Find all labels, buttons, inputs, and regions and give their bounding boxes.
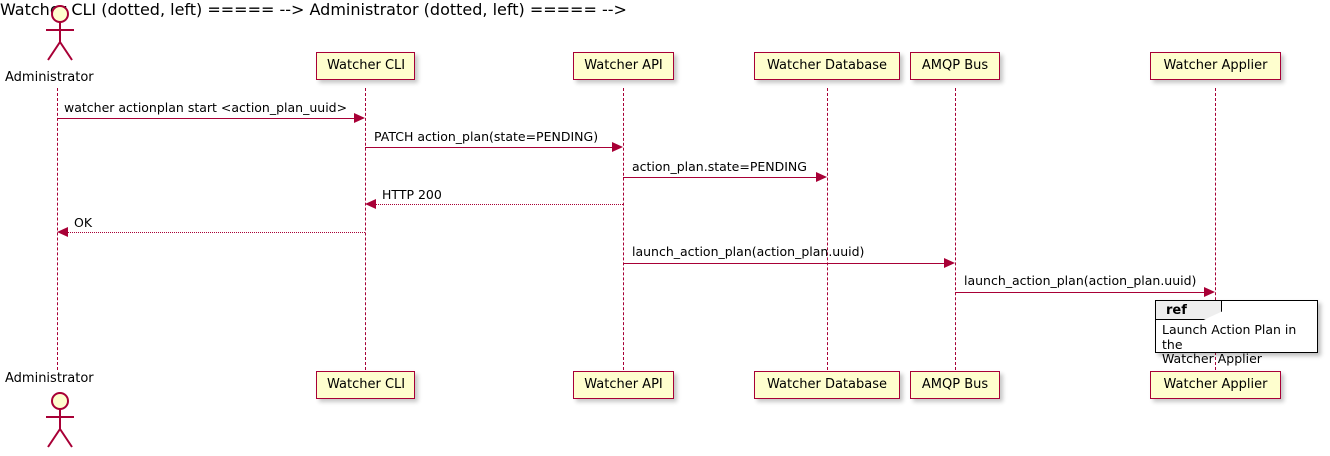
message-label-5: OK	[74, 215, 93, 230]
ref-keyword-label: ref	[1166, 303, 1187, 318]
ref-fragment-box[interactable]: ref Launch Action Plan in the Watcher Ap…	[1155, 300, 1318, 366]
participant-box-amqp-bus-bottom[interactable]: AMQP Bus	[910, 371, 1000, 399]
participant-box-watcher-api-bottom[interactable]: Watcher API	[573, 371, 674, 399]
participant-box-amqp-bus-top[interactable]: AMQP Bus	[910, 52, 1000, 80]
participant-box-watcher-applier-top[interactable]: Watcher Applier	[1150, 52, 1281, 80]
message-line-1	[57, 118, 354, 119]
participant-label-watcher-database-top: Watcher Database	[767, 58, 887, 73]
message-line-5	[68, 232, 365, 233]
participant-label-watcher-api-bottom: Watcher API	[584, 377, 663, 392]
ref-body-line-1: Launch Action Plan in the	[1162, 322, 1297, 352]
participant-label-amqp-bus-top: AMQP Bus	[921, 58, 989, 73]
message-line-7	[955, 292, 1204, 293]
actor-label-administrator-top: Administrator	[5, 70, 94, 85]
message-label-6: launch_action_plan(action_plan.uuid)	[632, 244, 865, 259]
ref-keyword-tab: ref	[1156, 301, 1222, 320]
message-arrowhead-6	[944, 258, 955, 268]
message-label-3: action_plan.state=PENDING	[632, 159, 807, 174]
participant-label-amqp-bus-bottom: AMQP Bus	[921, 377, 989, 392]
participant-label-watcher-cli-top: Watcher CLI	[327, 58, 406, 73]
message-label-2: PATCH action_plan(state=PENDING)	[374, 129, 599, 144]
participant-box-watcher-database-bottom[interactable]: Watcher Database	[754, 371, 900, 399]
actor-stick-figure-icon	[46, 5, 74, 61]
message-arrowhead-4	[365, 199, 376, 209]
participant-box-watcher-api-top[interactable]: Watcher API	[573, 52, 674, 80]
actor-administrator-top[interactable]	[22, 2, 92, 64]
message-arrowhead-5	[57, 227, 68, 237]
message-label-1: watcher actionplan start <action_plan_uu…	[64, 100, 348, 115]
participant-box-watcher-cli-top[interactable]: Watcher CLI	[316, 52, 415, 80]
message-arrowhead-1	[354, 113, 365, 123]
participant-label-watcher-cli-bottom: Watcher CLI	[327, 377, 406, 392]
actor-administrator-bottom[interactable]	[22, 389, 92, 451]
message-line-4	[376, 204, 623, 205]
actor-label-administrator-bottom: Administrator	[5, 371, 94, 386]
participant-box-watcher-database-top[interactable]: Watcher Database	[754, 52, 900, 80]
lifeline-watcher-database	[827, 88, 828, 370]
participant-box-watcher-applier-bottom[interactable]: Watcher Applier	[1150, 371, 1281, 399]
message-label-4: HTTP 200	[382, 187, 442, 202]
message-arrowhead-2	[612, 142, 623, 152]
participant-label-watcher-applier-top: Watcher Applier	[1163, 58, 1268, 73]
lifeline-watcher-applier	[1215, 88, 1216, 370]
message-line-2	[365, 147, 612, 148]
lifeline-amqp-bus	[955, 88, 956, 370]
message-line-6	[623, 263, 944, 264]
actor-stick-figure-icon	[46, 392, 74, 448]
message-arrowhead-7	[1204, 287, 1215, 297]
ref-body-text: Launch Action Plan in the Watcher Applie…	[1162, 322, 1311, 367]
lifeline-watcher-api	[623, 88, 624, 370]
participant-label-watcher-database-bottom: Watcher Database	[767, 377, 887, 392]
participant-label-watcher-applier-bottom: Watcher Applier	[1163, 377, 1268, 392]
participant-label-watcher-api-top: Watcher API	[584, 58, 663, 73]
lifeline-watcher-cli	[365, 88, 366, 370]
message-line-3	[623, 177, 816, 178]
message-label-7: launch_action_plan(action_plan.uuid)	[964, 273, 1197, 288]
participant-box-watcher-cli-bottom[interactable]: Watcher CLI	[316, 371, 415, 399]
message-arrowhead-3	[816, 172, 827, 182]
ref-body-line-2: Watcher Applier	[1162, 351, 1262, 366]
